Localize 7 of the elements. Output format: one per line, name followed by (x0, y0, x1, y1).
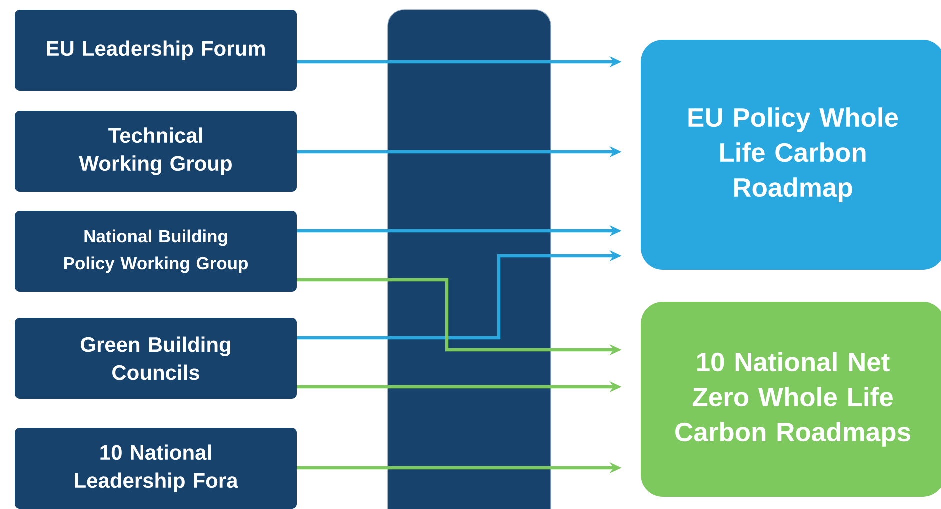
group-box: Technical Working Group (15, 111, 297, 192)
roadmap-box: 10 National Net Zero Whole Life Carbon Roadmaps (641, 302, 941, 497)
group-box: National Building Policy Working Group (15, 211, 297, 292)
roadmap-box: EU Policy Whole Life Carbon Roadmap (641, 40, 941, 270)
group-box: 10 National Leadership Fora (15, 428, 297, 509)
group-box: EU Leadership Forum (15, 10, 297, 91)
group-box: Green Building Councils (15, 318, 297, 399)
